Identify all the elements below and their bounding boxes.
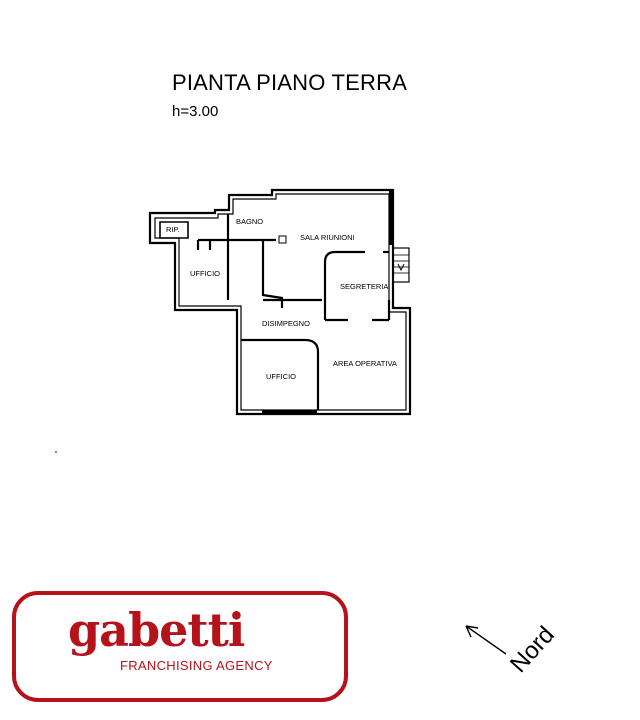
logo-tagline: FRANCHISING AGENCY: [120, 658, 273, 673]
room-label-area-operativa: AREA OPERATIVA: [333, 359, 397, 368]
plan-title: PIANTA PIANO TERRA: [172, 70, 408, 95]
closet-wall: [159, 221, 189, 239]
north-arrow-icon: [465, 625, 507, 655]
room-label-bagno: BAGNO: [236, 217, 263, 226]
room-label-ufficio-left: UFFICIO: [190, 269, 220, 278]
agency-logo: gabetti FRANCHISING AGENCY: [12, 591, 348, 702]
room-label-segreteria: SEGRETERIA: [340, 282, 388, 291]
logo-wordmark: gabetti: [68, 603, 245, 657]
room-label-disimpegno: DISIMPEGNO: [262, 319, 310, 328]
room-label-ufficio-bottom: UFFICIO: [266, 372, 296, 381]
ceiling-height: h=3.00: [172, 103, 219, 120]
room-label-sala-riunioni: SALA RIUNIONI: [300, 233, 355, 242]
room-label-rip: RIP.: [166, 225, 180, 234]
